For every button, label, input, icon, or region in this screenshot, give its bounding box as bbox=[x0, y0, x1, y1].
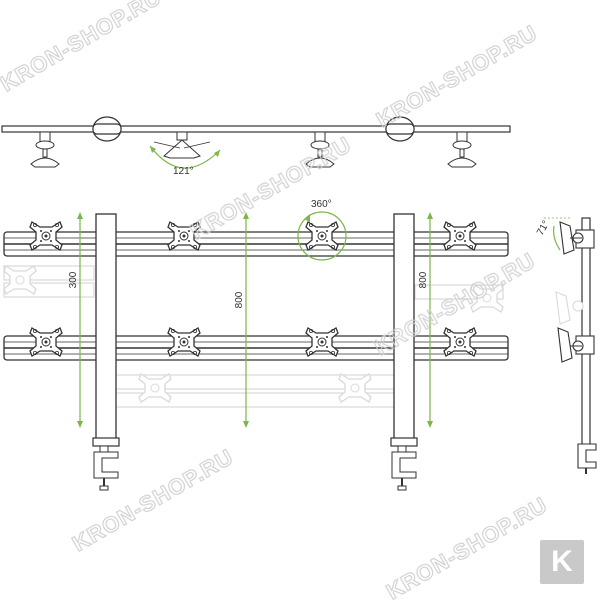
top-view: 121° bbox=[1, 116, 511, 177]
height-center-label: 800 bbox=[234, 291, 245, 308]
bottom-rail bbox=[3, 335, 509, 361]
top-view-post-right bbox=[385, 116, 415, 142]
top-view-post-left bbox=[92, 116, 122, 142]
top-view-mount-4 bbox=[447, 131, 477, 168]
tilt-arrow-left bbox=[150, 146, 156, 153]
tilt-side-label: 71° bbox=[535, 219, 552, 238]
side-view-ghost bbox=[555, 291, 584, 325]
post-right bbox=[390, 213, 418, 491]
height-left-label: 300 bbox=[68, 271, 79, 288]
tilt-top-label: 121° bbox=[173, 166, 194, 177]
top-view-mount-1 bbox=[30, 131, 60, 168]
top-view-mount-2 bbox=[153, 131, 211, 159]
height-right-label: 800 bbox=[418, 271, 429, 288]
side-view-mount-bottom bbox=[557, 327, 584, 363]
watermark-group: KRON-SHOP.RU KRON-SHOP.RU KRON-SHOP.RU K… bbox=[0, 0, 552, 605]
dimension-right: 800 bbox=[418, 212, 433, 428]
rotation-label: 360° bbox=[311, 199, 332, 210]
watermark-text: KRON-SHOP.RU bbox=[382, 492, 552, 600]
rotation-arrow bbox=[304, 214, 310, 222]
side-view-post bbox=[581, 217, 591, 449]
tilt-arrow-right bbox=[214, 150, 220, 157]
post-left bbox=[92, 213, 120, 491]
watermark-text: KRON-SHOP.RU bbox=[372, 20, 542, 132]
top-view-rail bbox=[1, 125, 511, 133]
side-view-mount-top bbox=[559, 221, 584, 255]
side-view-clamp bbox=[577, 443, 597, 474]
watermark-text: KRON-SHOP.RU bbox=[0, 0, 166, 96]
tilt-arc-top bbox=[149, 145, 221, 169]
watermark-text: KRON-SHOP.RU bbox=[68, 444, 238, 556]
front-view-ghost bbox=[3, 265, 504, 408]
rotation-circle bbox=[297, 211, 347, 261]
top-rail bbox=[3, 231, 509, 257]
tilt-arc-side bbox=[553, 225, 561, 251]
dimension-center: 800 bbox=[234, 212, 249, 428]
dimension-left: 300 bbox=[68, 212, 83, 428]
kron-logo-letter: K bbox=[551, 545, 573, 578]
side-view: 71° bbox=[535, 217, 597, 474]
kron-logo: K bbox=[540, 540, 584, 584]
